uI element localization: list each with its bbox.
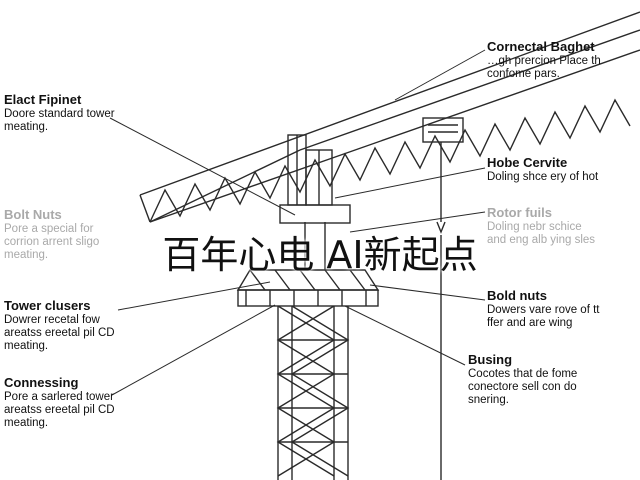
callout-boldnuts: Bold nuts Dowers vare rove of tt ffer an… — [487, 288, 600, 330]
callout-boldnuts-title: Bold nuts — [487, 288, 547, 303]
callout-tower: Tower clusers Dowrer recetal fow areatss… — [4, 298, 115, 354]
callout-bolt: Bolt Nuts Pore a special for corrion arr… — [4, 207, 100, 263]
callout-hobe-title: Hobe Cervite — [487, 155, 568, 170]
callout-connectal-title: Cornectal Baghet — [487, 39, 595, 54]
callout-tower-desc: Dowrer recetal fow areatss ereetal pil C… — [4, 313, 115, 353]
callout-connessing: Connessing Pore a sarlered tower areatss… — [4, 375, 115, 431]
slewing-platform — [236, 269, 380, 307]
callout-rotor-title: Rotor fuils — [487, 205, 552, 220]
callout-connectal: Cornectal Baghet …gh prercion Place th c… — [487, 39, 601, 81]
callout-hobe-desc: Doling shce ery of hot — [487, 170, 599, 183]
callout-bolt-title: Bolt Nuts — [4, 207, 62, 222]
callout-rotor: Rotor fuils Doling nebr schice and eng a… — [487, 205, 596, 247]
callout-connessing-desc: Pore a sarlered tower areatss ereetal pi… — [4, 390, 115, 430]
tower-mast — [276, 222, 350, 480]
callout-boldnuts-desc: Dowers vare rove of tt ffer and are wing — [487, 303, 600, 330]
crane-cab — [279, 134, 351, 224]
crane-jib — [139, 11, 640, 223]
leader-lines — [109, 49, 486, 396]
trolley-hook — [422, 117, 464, 480]
callout-busing: Busing Cocotes that de fome conectore se… — [468, 352, 578, 408]
callout-bolt-desc: Pore a special for corrion arrent sligo … — [4, 222, 100, 262]
watermark-text: 百年心电 AI新起点 — [162, 233, 478, 277]
callout-rotor-desc: Doling nebr schice and eng alb ying sles — [487, 220, 596, 247]
callout-elect-desc: Doore standard tower meating. — [4, 107, 115, 134]
callout-elect: Elact Fipinet Doore standard tower meati… — [4, 92, 115, 134]
callout-tower-title: Tower clusers — [4, 298, 91, 313]
callout-hobe: Hobe Cervite Doling shce ery of hot — [487, 155, 599, 184]
callout-connessing-title: Connessing — [4, 375, 79, 390]
callout-busing-desc: Cocotes that de fome conectore sell con … — [468, 367, 578, 407]
callout-connectal-desc: …gh prercion Place th confome pars. — [487, 54, 601, 81]
callout-elect-title: Elact Fipinet — [4, 92, 82, 107]
callout-busing-title: Busing — [468, 352, 513, 367]
